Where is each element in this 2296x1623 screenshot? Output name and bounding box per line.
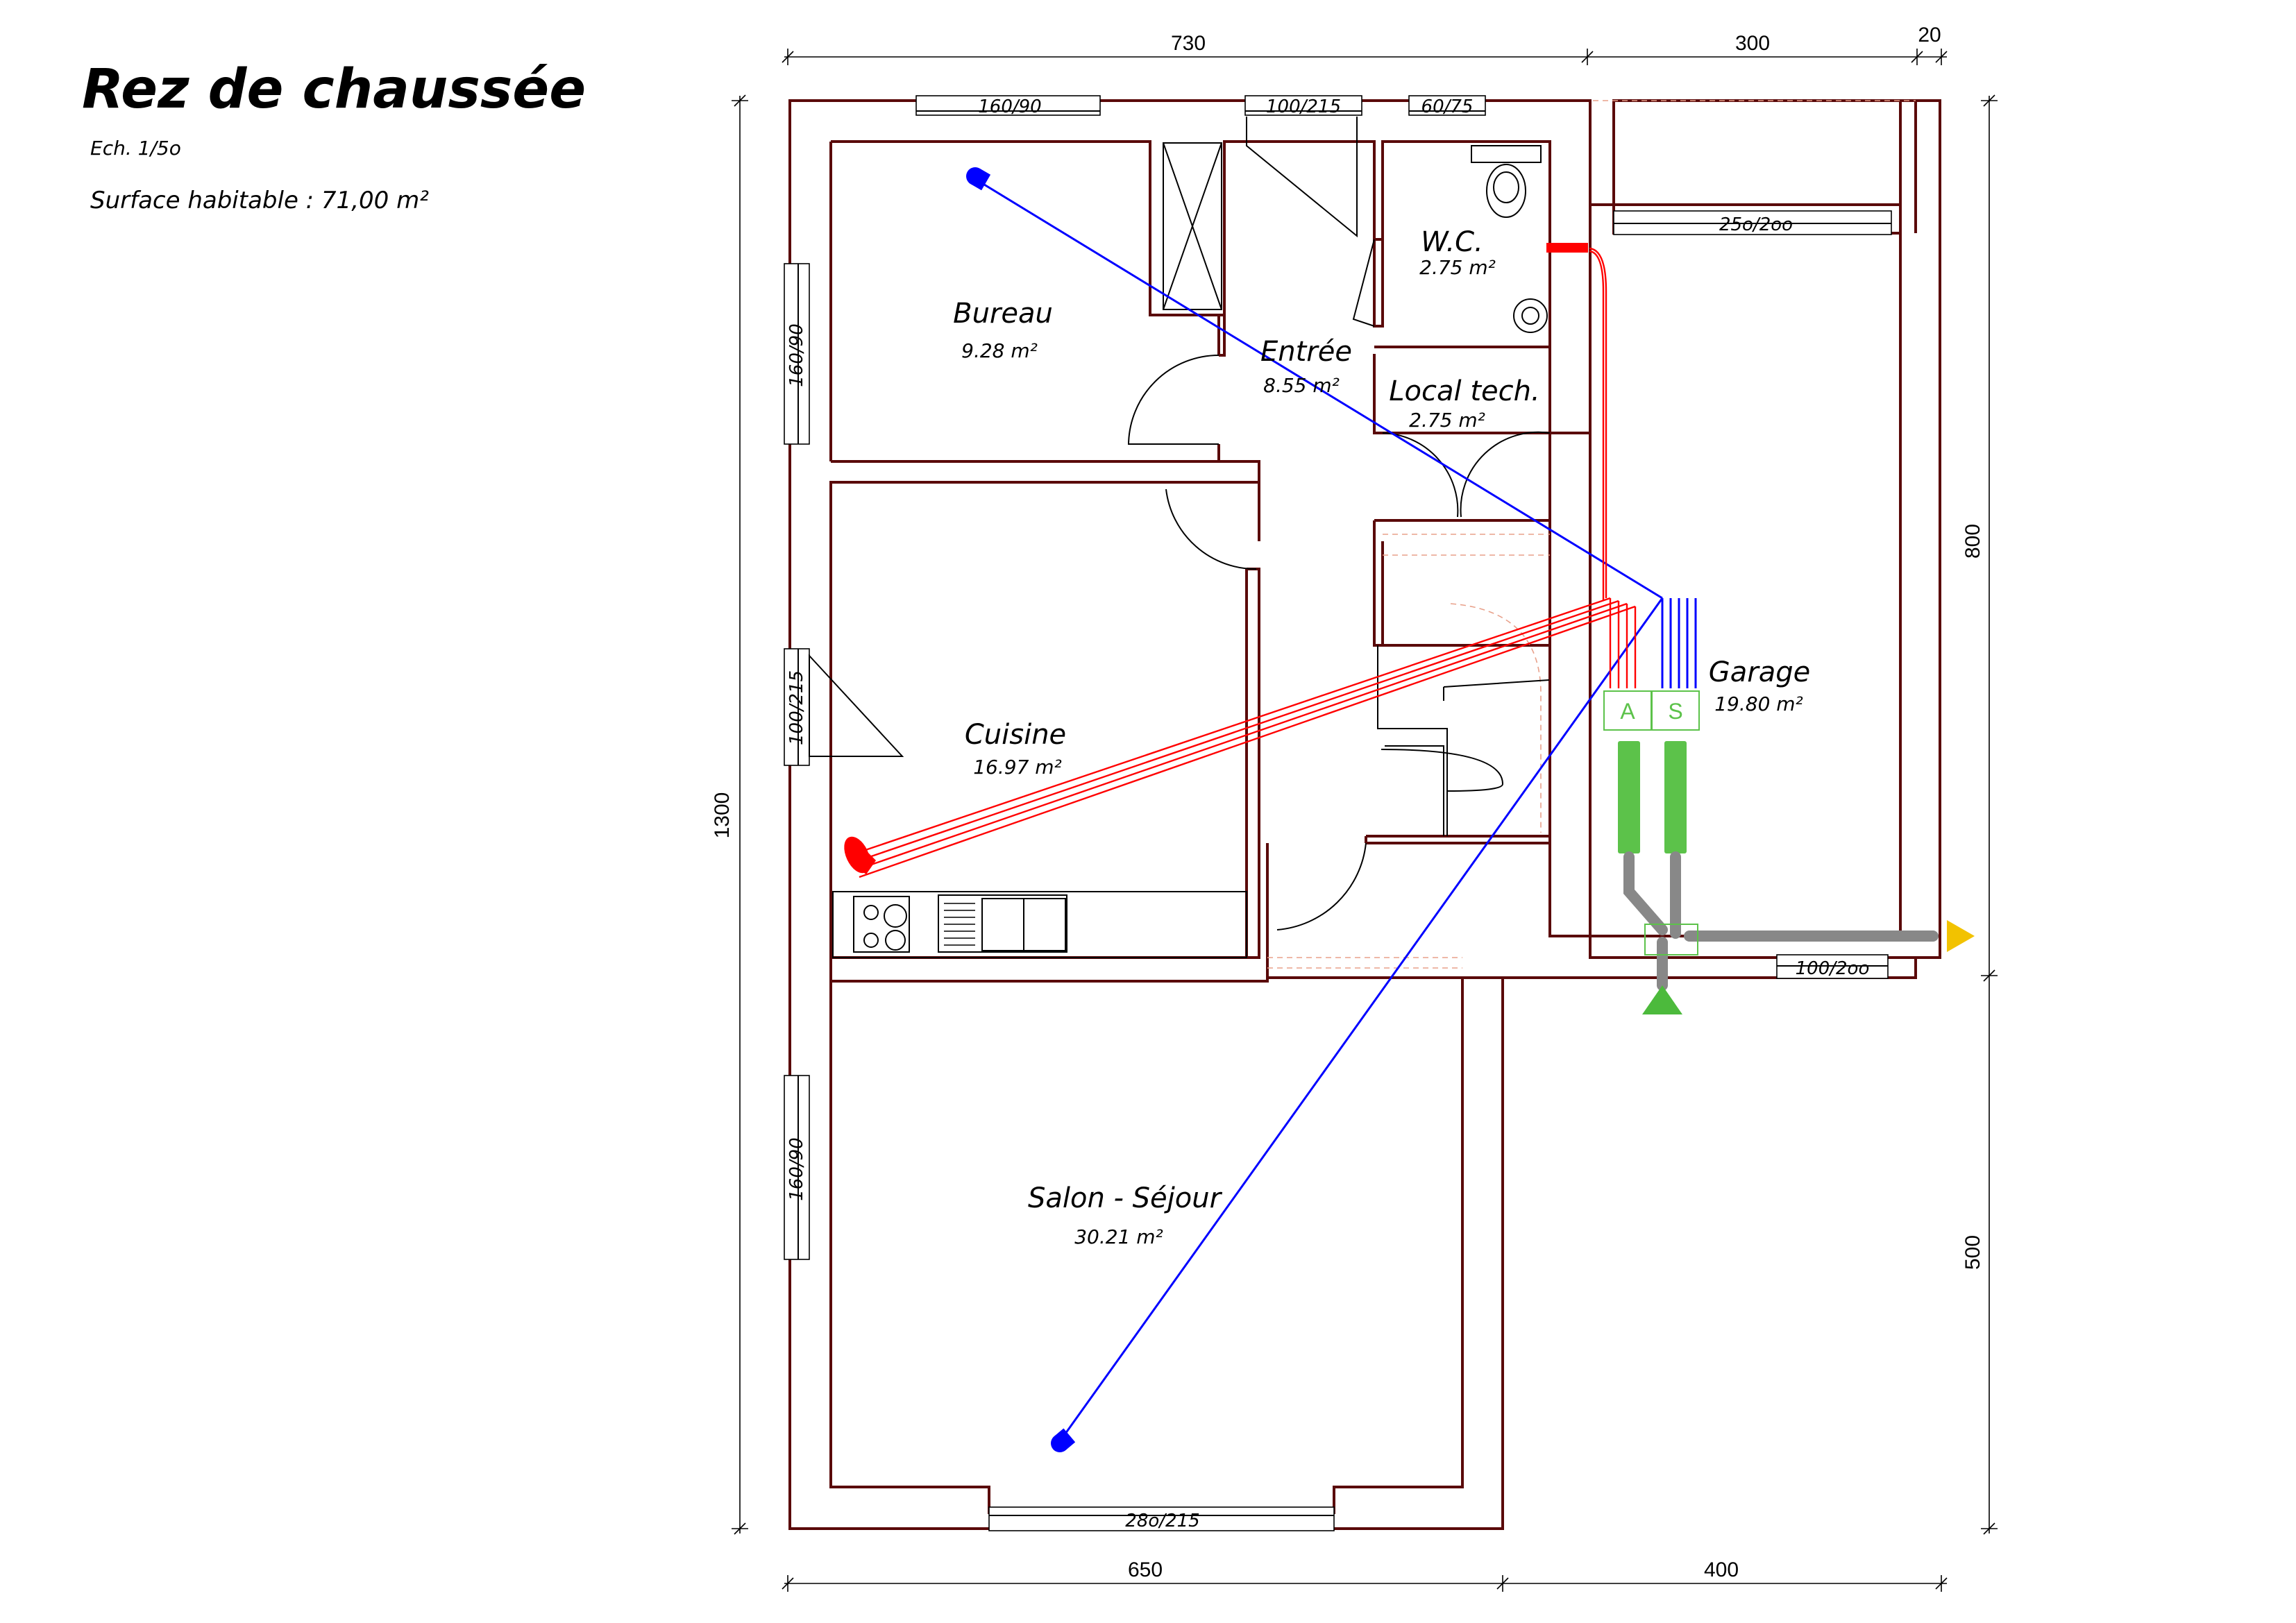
vmc-exhaust-box: [1651, 690, 1700, 731]
green-duct-exhaust: [1664, 741, 1687, 853]
fixtures: [809, 100, 1916, 969]
dim-right-bottom: 500: [1961, 1235, 1984, 1270]
dim-right-top: 800: [1961, 524, 1984, 559]
door-salon-bottom: 28o/215: [1125, 1511, 1199, 1531]
fresh-air-intake-icon: [1642, 985, 1682, 1014]
dim-left: 1300: [711, 792, 734, 839]
dim-bottom-left: 650: [1128, 1558, 1163, 1581]
plan-surface: Surface habitable : 71,00 m²: [90, 187, 429, 214]
door-cuisine-left: 100/215: [786, 670, 807, 745]
room-entree-name: Entrée: [1260, 336, 1352, 368]
door-garage-top: 25o/2oo: [1719, 214, 1793, 235]
exhaust-vent-wc: [1546, 243, 1588, 253]
window-bureau-top: 160/90: [978, 96, 1041, 117]
dimension-lines: 730 300 20 650 400 1300 800 500: [711, 24, 1998, 1592]
dim-top-right: 20: [1918, 24, 1941, 46]
room-cuisine-name: Cuisine: [965, 719, 1066, 751]
room-bureau-name: Bureau: [953, 298, 1053, 330]
door-garage-bottom: 100/2oo: [1796, 958, 1870, 979]
vmc-exhaust-label: S: [1668, 699, 1682, 724]
plan-scale: Ech. 1/5o: [90, 137, 181, 160]
room-salon-area: 30.21 m²: [1074, 1225, 1163, 1248]
room-garage-area: 19.80 m²: [1714, 692, 1803, 715]
room-garage-name: Garage: [1709, 656, 1810, 688]
room-entree-area: 8.55 m²: [1263, 374, 1340, 397]
room-wc-area: 2.75 m²: [1419, 256, 1496, 279]
vmc-supply-ducts: [971, 176, 1697, 1444]
room-local-name: Local tech.: [1389, 375, 1539, 407]
door-entree-top: 100/215: [1266, 96, 1341, 117]
dim-top-left: 730: [1171, 32, 1206, 55]
supply-duct-salon: [1057, 597, 1664, 1444]
room-wc-name: W.C.: [1421, 226, 1483, 258]
room-labels: Bureau 9.28 m² Entrée 8.55 m² W.C. 2.75 …: [953, 226, 1810, 1248]
vmc-unit: A S: [1603, 690, 1975, 1014]
vmc-supply-label: A: [1620, 699, 1635, 724]
supply-duct-bureau: [971, 176, 1663, 600]
exhaust-outlet-icon: [1947, 920, 1975, 952]
openings: 160/90 100/215 60/75 25o/2oo 160/90 100/…: [784, 95, 1892, 1531]
window-wc-top: 60/75: [1421, 96, 1474, 117]
dim-bottom-right: 400: [1704, 1558, 1739, 1581]
room-local-area: 2.75 m²: [1409, 409, 1485, 432]
dim-top-mid: 300: [1735, 32, 1770, 55]
plan-title: Rez de chaussée: [82, 58, 586, 121]
window-bureau-left: 160/90: [786, 323, 807, 386]
green-duct-supply: [1618, 741, 1640, 853]
room-cuisine-area: 16.97 m²: [973, 756, 1062, 779]
room-salon-name: Salon - Séjour: [1028, 1182, 1223, 1214]
vmc-exhaust-ducts: [859, 247, 1637, 878]
window-salon-left: 160/90: [786, 1137, 807, 1200]
title-block: Rez de chaussée Ech. 1/5o Surface habita…: [82, 58, 586, 214]
room-bureau-area: 9.28 m²: [961, 339, 1038, 362]
